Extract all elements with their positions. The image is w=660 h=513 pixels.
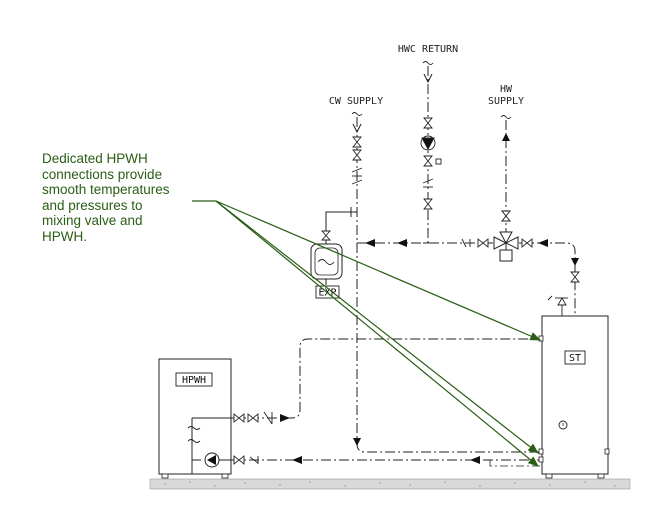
hpwh-foot-left	[161, 473, 169, 479]
cw-to-exp-branch	[325, 211, 357, 228]
cw-supply-label: CW SUPPLY	[329, 96, 383, 107]
hpwh-outlet-pipe	[231, 338, 542, 419]
storage-tank	[541, 315, 609, 475]
cw-supply-break	[351, 112, 363, 116]
annotation-line-5: mixing valve and	[42, 213, 143, 228]
hpwh-return-valves	[233, 455, 259, 465]
hpwh-outlet-valves	[233, 411, 273, 425]
floor-slab	[149, 478, 631, 490]
annotation-line-4: and pressures to	[42, 197, 143, 213]
st-foot-left	[545, 473, 553, 479]
st-relief-valve	[547, 295, 568, 316]
mixing-valve	[493, 210, 519, 262]
expansion-tank	[310, 228, 343, 285]
st-tag: ST	[569, 353, 581, 364]
hpwh-tag: HPWH	[182, 375, 206, 386]
annotation-note: Dedicated HPWH connections provide smoot…	[42, 151, 192, 244]
floor-texture	[164, 481, 616, 487]
hwc-return-devices	[420, 117, 442, 210]
hwc-return-break	[422, 61, 434, 65]
hpwh-flex-top	[187, 426, 201, 430]
st-foot-right	[597, 473, 605, 479]
hpwh-flex-bottom	[187, 439, 201, 443]
hw-supply-break	[500, 115, 512, 119]
cw-supply-valves	[351, 136, 363, 185]
annotation-line-1: Dedicated HPWH	[42, 151, 148, 166]
hw-supply-label-2: SUPPLY	[488, 96, 524, 107]
hw-supply-label-1: HW	[500, 84, 513, 95]
hpwh-tag-box	[175, 372, 213, 387]
mixing-line-valves	[461, 238, 580, 283]
annotation-line-3: smooth temperatures	[42, 182, 170, 197]
st-tag-box	[564, 350, 586, 365]
cw-supply-pipe	[356, 117, 542, 453]
hpwh-foot-right	[221, 473, 229, 479]
annotation-line-6: HPWH.	[42, 228, 87, 244]
mixing-supply-line	[357, 242, 576, 316]
hwc-return-label: HWC RETURN	[398, 44, 458, 55]
annotation-line-2: connections provide	[42, 166, 163, 182]
annotation-leaders	[192, 200, 541, 467]
